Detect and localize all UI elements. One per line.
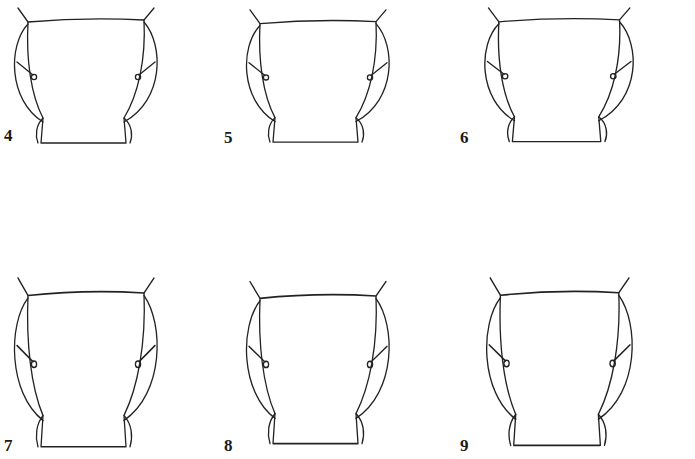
figure-number: 4	[4, 127, 13, 144]
figure-number: 9	[460, 437, 469, 454]
pronotum-outline	[487, 278, 633, 445]
figure-number: 8	[224, 437, 233, 454]
figure-number: 5	[224, 129, 233, 146]
pronotum-outline	[14, 278, 157, 447]
pronotum-outline	[246, 10, 389, 142]
figure-number: 6	[460, 129, 469, 146]
pronotum-outline	[485, 8, 633, 142]
pronotum-outline	[246, 282, 389, 444]
pronotum-outline	[14, 8, 157, 143]
figure-number: 7	[4, 437, 13, 454]
